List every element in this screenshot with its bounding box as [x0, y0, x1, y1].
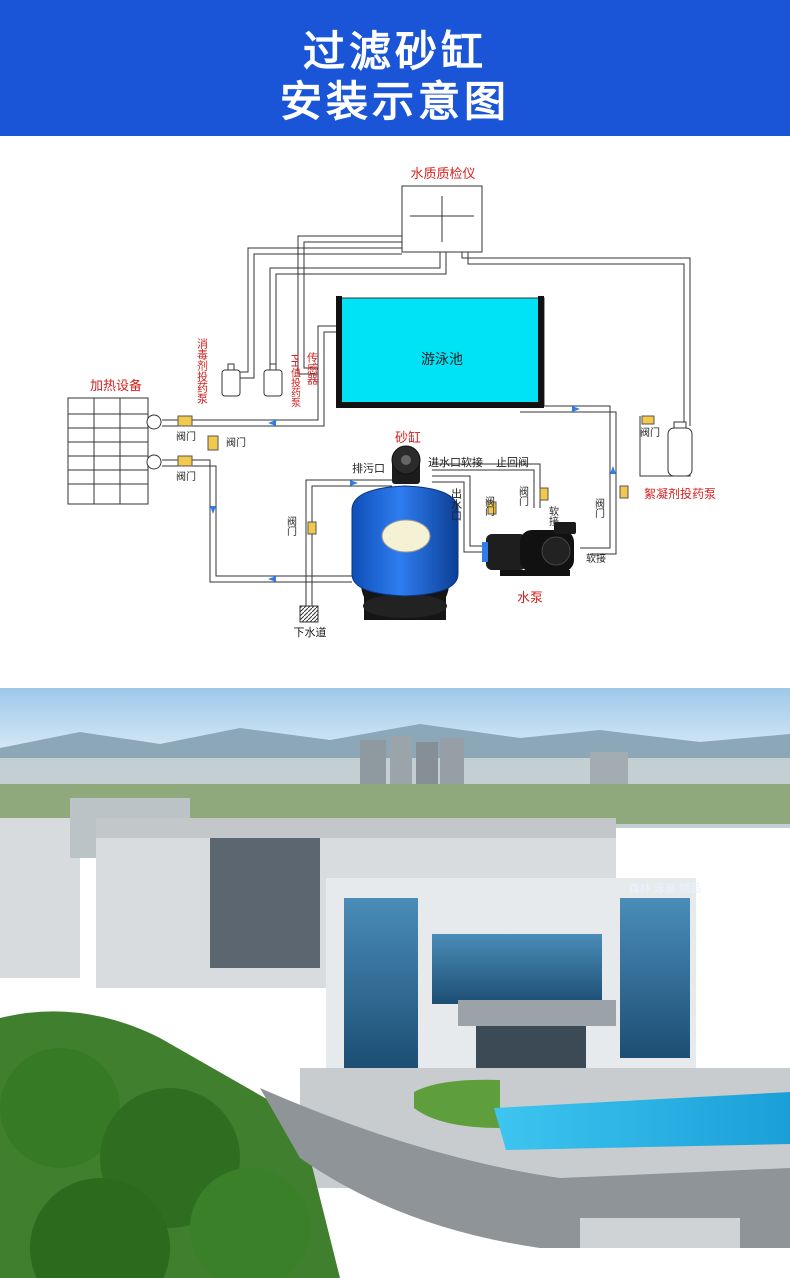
diagram-svg: 水质质检仪 游泳池 加热设备 [67, 167, 716, 639]
sand-filter-tank [351, 445, 459, 620]
factory-aerial-photo: 森林 泳泉 精品 [0, 688, 790, 1278]
label-valve-8: 阀门 [517, 485, 529, 507]
label-hose-2: 软接 [586, 552, 606, 565]
water-quality-analyzer [401, 185, 483, 253]
label-sand-filter: 砂缸 [395, 430, 421, 446]
title-line-2: 安装示意图 [279, 77, 510, 126]
building-sign-text: 森林 泳泉 精品 [629, 881, 702, 895]
label-flocculant-pump: 絮凝剂投药泵 [644, 486, 716, 501]
label-inlet-hose: 进水口软接 [428, 455, 483, 469]
label-water-quality-analyzer: 水质质检仪 [410, 167, 475, 182]
dosing-bottles [221, 363, 283, 397]
label-heater: 加热设备 [90, 378, 142, 394]
label-valve-3: 阀门 [226, 436, 246, 449]
label-disinfectant-pump: 消毒剂投药泵 [196, 337, 209, 404]
label-valve-7: 阀门 [483, 495, 495, 517]
photo-svg: 森林 泳泉 精品 [0, 688, 790, 1278]
swimming-pool [336, 296, 545, 408]
label-valve-1: 阀门 [176, 430, 196, 443]
flocculant-bottle [667, 421, 693, 477]
pipes [162, 235, 691, 606]
label-pump: 水泵 [517, 591, 543, 606]
label-sewer: 下水道 [294, 625, 327, 639]
water-pump [482, 522, 576, 576]
label-sensor: 传感器 [306, 352, 319, 386]
sewer-drain [299, 605, 319, 623]
label-pool: 游泳池 [421, 352, 463, 368]
installation-diagram: 水质质检仪 游泳池 加热设备 [0, 136, 790, 688]
heater-unit [67, 397, 162, 505]
label-hose-1: 软接 [547, 505, 559, 527]
label-valve-5: 阀门 [593, 497, 605, 519]
label-valve-4: 阀门 [640, 426, 660, 439]
label-valve-6: 阀门 [285, 515, 297, 537]
label-outlet-port: 出水口 [450, 487, 463, 521]
flow-arrows [210, 406, 616, 582]
heater-valves [177, 415, 219, 467]
label-ph-pump: PH值投药泵 [289, 354, 301, 408]
title-line-1: 过滤砂缸 [302, 27, 487, 76]
label-drain-port: 排污口 [352, 461, 385, 475]
header-banner: 过滤砂缸 安装示意图 [0, 0, 790, 136]
label-valve-2: 阀门 [176, 470, 196, 483]
label-return-valve: 止回阀 [496, 455, 529, 469]
